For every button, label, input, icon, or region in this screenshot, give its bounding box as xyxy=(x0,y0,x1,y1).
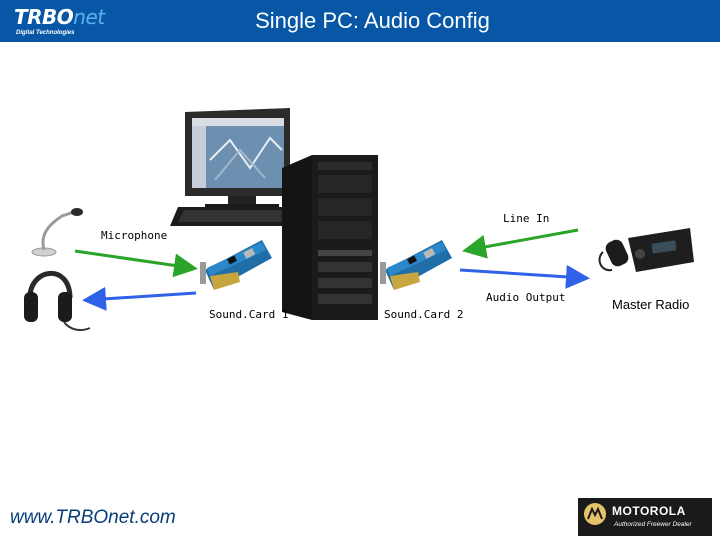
microphone-label: Microphone xyxy=(101,229,168,242)
master-radio-icon xyxy=(598,228,694,272)
line-in-label: Line In xyxy=(503,212,550,225)
motorola-logo-icon xyxy=(584,503,606,525)
microphone-arrow xyxy=(74,249,198,278)
logo-subtitle: Digital Technologies xyxy=(16,30,75,36)
trbonet-logo: TRBOnet Digital Technologies xyxy=(14,6,114,40)
master-radio-label: Master Radio xyxy=(612,297,690,312)
header-bar: TRBOnet Digital Technologies Single PC: … xyxy=(0,0,720,42)
logo-suffix-text: net xyxy=(73,5,105,29)
soundcard-1-label: Sound.Card 1 xyxy=(209,308,289,321)
audio-output-label: Audio Output xyxy=(486,291,566,304)
audio-output-arrow xyxy=(459,264,590,289)
headphones-icon xyxy=(24,270,91,331)
slide-title: Single PC: Audio Config xyxy=(255,8,490,33)
monitor-icon xyxy=(185,108,290,210)
line-in-arrow xyxy=(462,228,579,259)
headphones-arrow xyxy=(82,286,197,311)
microphone-icon xyxy=(31,208,83,257)
motorola-name: MOTOROLA xyxy=(612,504,686,518)
soundcard-1-icon xyxy=(200,240,272,290)
motorola-dealer-text: Authorized Freewer Dealer xyxy=(614,521,692,528)
pc-tower-icon xyxy=(282,155,378,320)
soundcard-2-label: Sound.Card 2 xyxy=(384,308,464,321)
website-link[interactable]: www.TRBOnet.com xyxy=(10,507,176,528)
keyboard-icon xyxy=(170,207,312,226)
soundcard-2-icon xyxy=(380,240,452,290)
motorola-badge: MOTOROLA Authorized Freewer Dealer xyxy=(578,498,712,536)
logo-main-text: TRBO xyxy=(14,5,74,29)
